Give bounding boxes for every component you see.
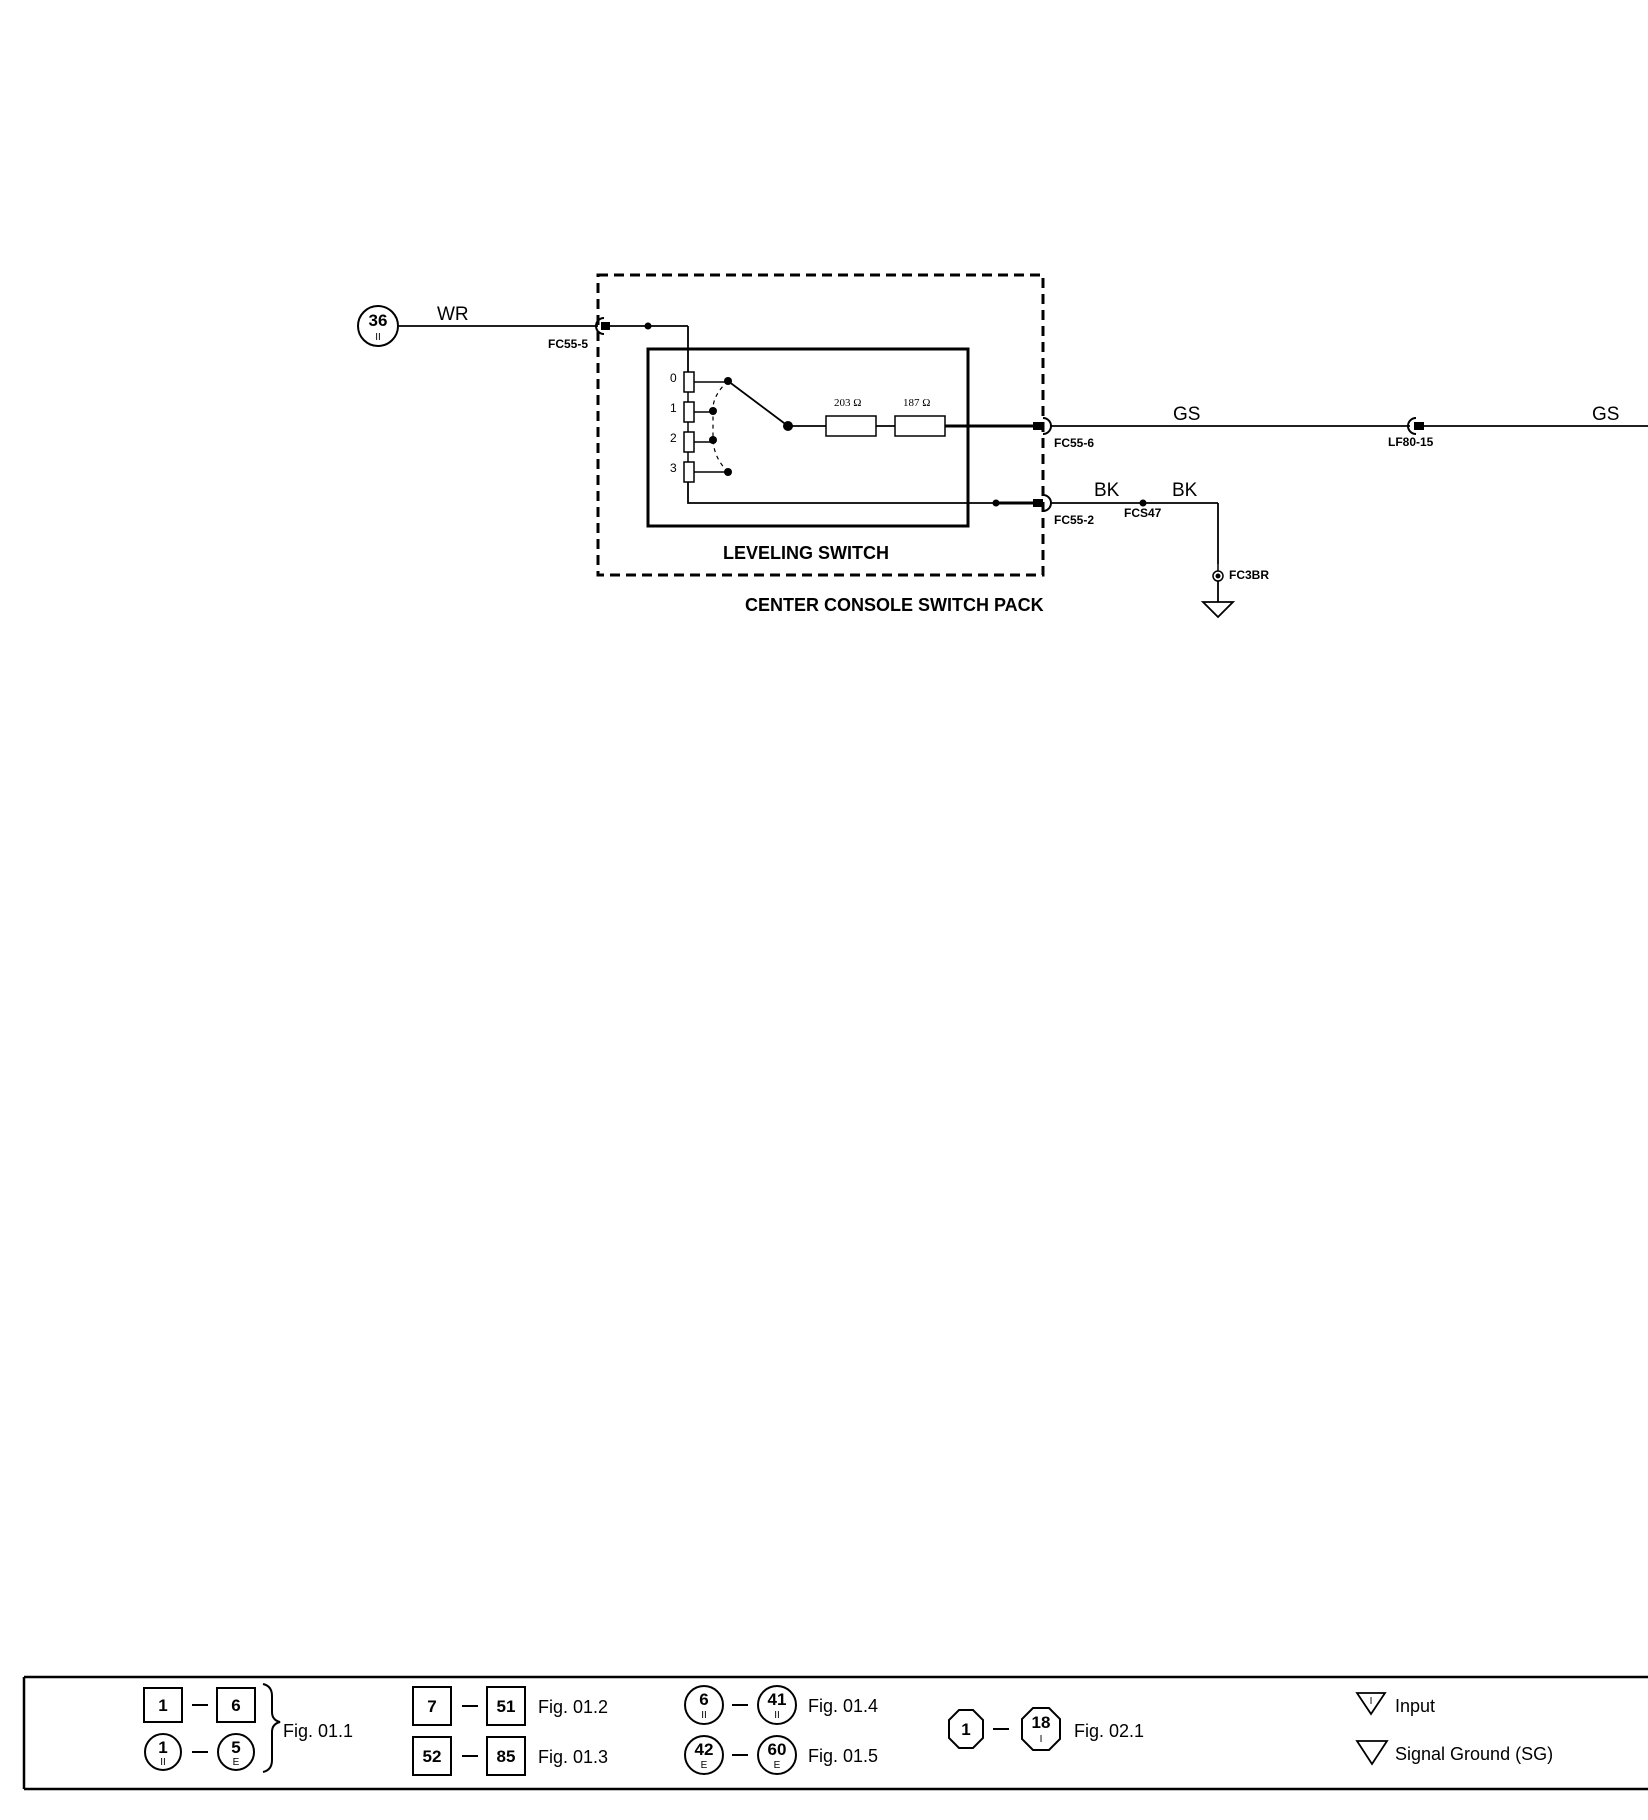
legend-circle-5: 5 bbox=[231, 1738, 240, 1757]
legend-circle-42: 42 bbox=[695, 1740, 714, 1759]
legend-box-52: 52 bbox=[423, 1747, 442, 1766]
legend-box-6: 6 bbox=[231, 1696, 240, 1715]
circuit-reference-sub: II bbox=[375, 332, 381, 343]
legend-box-1: 1 bbox=[158, 1696, 167, 1715]
switch-position-1: 1 bbox=[670, 401, 677, 415]
legend-circle-60: 60 bbox=[768, 1740, 787, 1759]
connector-fc55-6 bbox=[1033, 417, 1052, 435]
switch-contacts bbox=[694, 377, 732, 476]
legend-circle-6-sub: II bbox=[701, 1710, 707, 1721]
legend-circle-60-sub: E bbox=[774, 1760, 781, 1771]
legend-circle-41-sub: II bbox=[774, 1710, 780, 1721]
legend-octagon-1: 1 bbox=[961, 1720, 970, 1739]
connector-label-fc55-5: FC55-5 bbox=[548, 337, 588, 351]
connector-label-lf80-15: LF80-15 bbox=[1388, 435, 1434, 449]
legend-circle-5-sub: E bbox=[233, 1757, 240, 1768]
switch-position-2: 2 bbox=[670, 431, 677, 445]
resistor-ladder bbox=[683, 371, 695, 502]
circuit-reference-bubble: 36 II bbox=[357, 305, 399, 347]
ground-label-fc3br: FC3BR bbox=[1229, 568, 1269, 582]
junction-dot bbox=[644, 322, 652, 330]
connector-label-fc55-6: FC55-6 bbox=[1054, 436, 1094, 450]
input-symbol-icon bbox=[1355, 1692, 1387, 1716]
legend-octagon-18-sub: I bbox=[1040, 1734, 1043, 1745]
legend-fig-011: Fig. 01.1 bbox=[283, 1721, 353, 1741]
legend-fig-014: Fig. 01.4 bbox=[808, 1696, 878, 1716]
legend-box-7: 7 bbox=[427, 1697, 436, 1716]
legend-box-85: 85 bbox=[497, 1747, 516, 1766]
leveling-switch-title: LEVELING SWITCH bbox=[723, 543, 889, 563]
wire-label-wr: WR bbox=[437, 304, 469, 325]
legend-circle-42-sub: E bbox=[701, 1760, 708, 1771]
legend-box-51: 51 bbox=[497, 1697, 516, 1716]
legend-circle-1-sub: II bbox=[160, 1757, 166, 1768]
legend-circle-1: 1 bbox=[158, 1738, 167, 1757]
legend-fig-021: Fig. 02.1 bbox=[1074, 1721, 1144, 1741]
ground-eyelet-fc3br bbox=[1212, 564, 1224, 582]
resistor-187 bbox=[894, 415, 946, 437]
legend-circle-6: 6 bbox=[699, 1690, 708, 1709]
switch-position-3: 3 bbox=[670, 461, 677, 475]
switch-wiper bbox=[727, 380, 789, 427]
legend-octagon-18: 18 bbox=[1032, 1713, 1051, 1732]
legend-sg-label: Signal Ground (SG) bbox=[1395, 1744, 1553, 1764]
switch-position-0: 0 bbox=[670, 371, 677, 385]
connector-fc55-5 bbox=[595, 317, 610, 335]
legend-fig-013: Fig. 01.3 bbox=[538, 1747, 608, 1767]
splice-fcs47-dot bbox=[1139, 499, 1147, 507]
wire-label-gs-2: GS bbox=[1592, 404, 1619, 425]
switch-pack-title: CENTER CONSOLE SWITCH PACK bbox=[745, 595, 1044, 615]
legend-circle-41: 41 bbox=[768, 1690, 787, 1709]
wire-label-gs-1: GS bbox=[1173, 404, 1200, 425]
wire-internal-ground bbox=[687, 502, 996, 504]
wire-label-bk-2: BK bbox=[1172, 480, 1198, 501]
resistor-187-label: 187 Ω bbox=[903, 397, 930, 409]
connector-lf80-15 bbox=[1407, 417, 1424, 435]
resistor-203-label: 203 Ω bbox=[834, 397, 861, 409]
legend-input-label: Input bbox=[1395, 1696, 1435, 1716]
circuit-reference-number: 36 bbox=[369, 311, 388, 330]
input-symbol-mark: I bbox=[1370, 1696, 1373, 1707]
signal-ground-symbol bbox=[1200, 601, 1236, 619]
leveling-switch-box bbox=[646, 347, 970, 528]
legend-fig-012: Fig. 01.2 bbox=[538, 1697, 608, 1717]
legend-fig-015: Fig. 01.5 bbox=[808, 1746, 878, 1766]
splice-label-fcs47: FCS47 bbox=[1124, 506, 1162, 520]
signal-ground-legend-icon bbox=[1355, 1740, 1389, 1766]
resistor-203 bbox=[825, 415, 877, 437]
connector-fc55-2 bbox=[1033, 494, 1052, 512]
legend-footer: 1 6 1 II 5 E Fig. 01.1 7 51 Fig. 01.2 52… bbox=[22, 1675, 1648, 1791]
connector-label-fc55-2: FC55-2 bbox=[1054, 513, 1094, 527]
wire-label-bk-1: BK bbox=[1094, 480, 1120, 501]
